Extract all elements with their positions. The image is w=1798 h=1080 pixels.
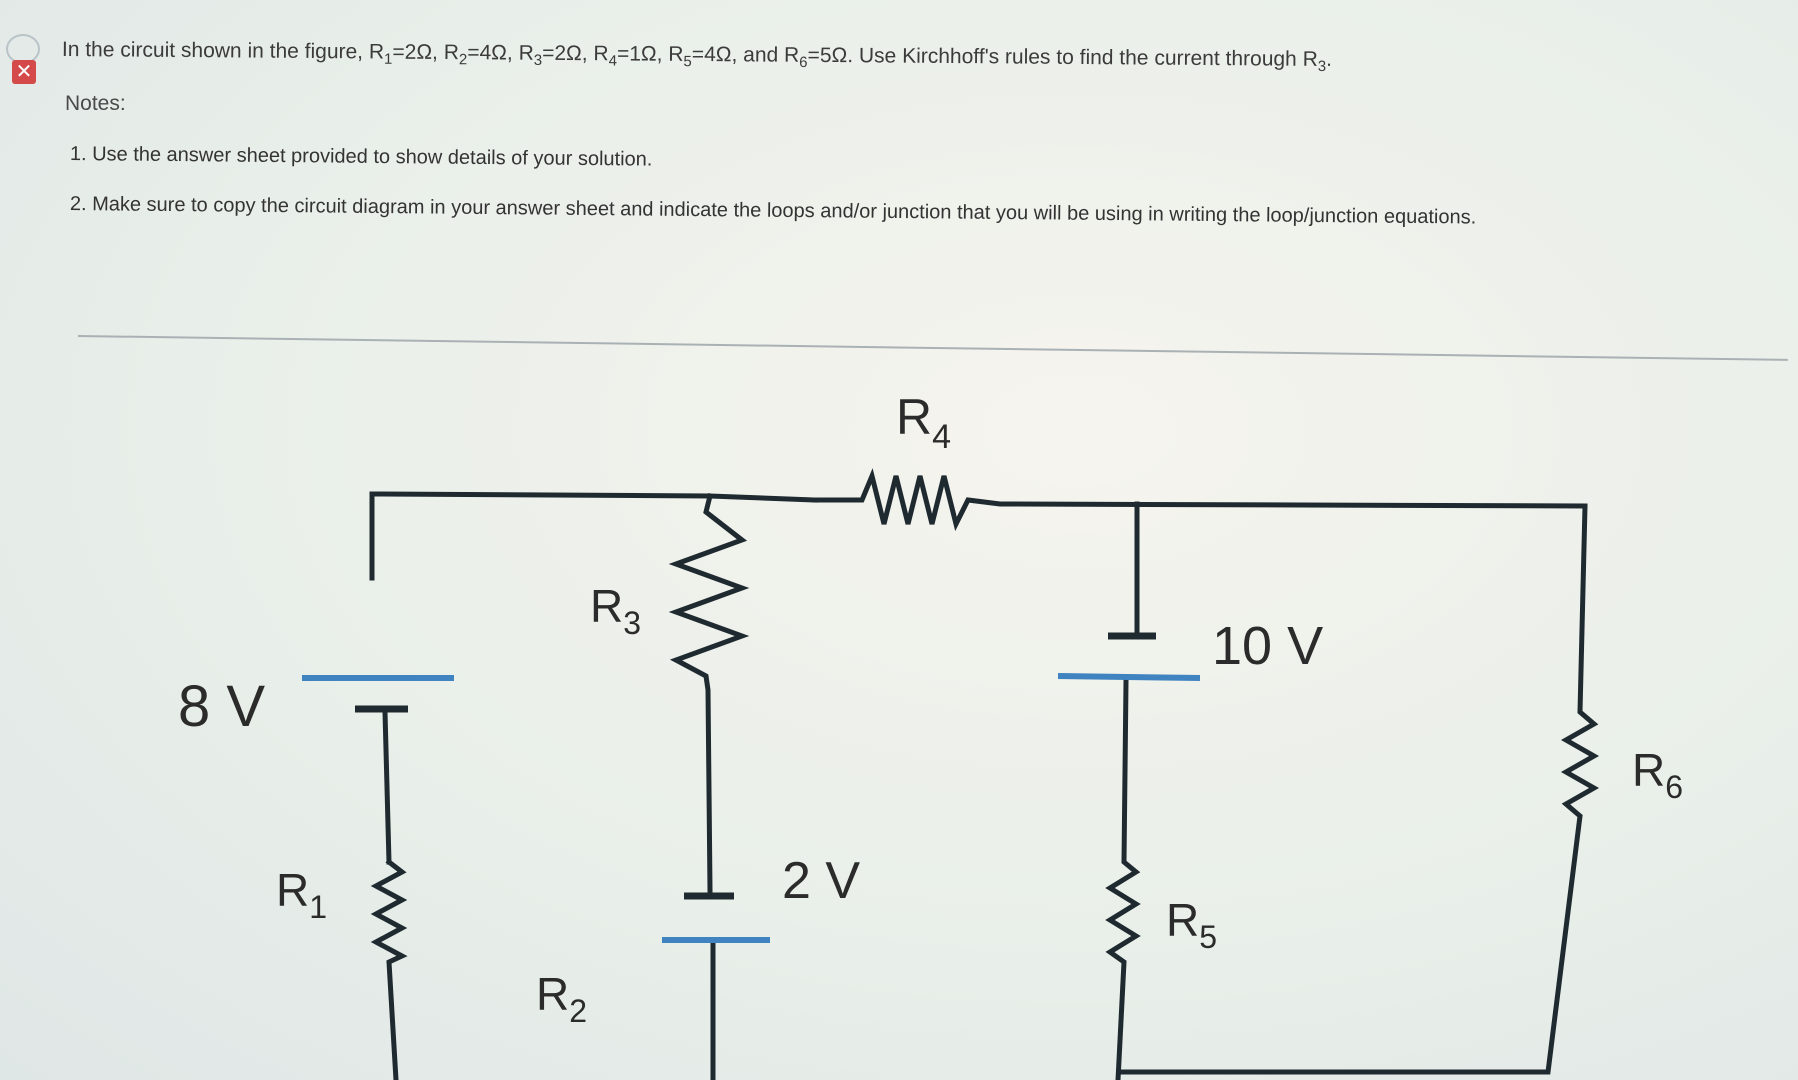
label-r1: R1 — [276, 864, 327, 925]
label-10v: 10 V — [1212, 616, 1323, 676]
resistor-r4 — [812, 468, 1588, 532]
error-x-icon: ✕ — [12, 60, 36, 84]
resistor-r6 — [1117, 503, 1600, 1075]
label-r5: R5 — [1166, 894, 1217, 955]
label-r3: R3 — [590, 580, 641, 641]
battery-10v-long-plate — [1057, 673, 1201, 681]
resistor-r1 — [370, 858, 408, 1080]
top-wire — [369, 491, 818, 581]
left-wire-lower — [382, 709, 392, 865]
label-8v: 8 V — [178, 674, 265, 739]
resistor-r5 — [1105, 679, 1141, 1080]
resistor-r3 — [668, 492, 750, 893]
label-r6: R6 — [1632, 744, 1683, 805]
label-r4: R4 — [896, 389, 951, 456]
label-r2: R2 — [536, 968, 587, 1029]
label-2v: 2 V — [782, 852, 860, 910]
status-area: ✕ — [2, 34, 50, 90]
notes-label: Notes: — [65, 92, 126, 115]
